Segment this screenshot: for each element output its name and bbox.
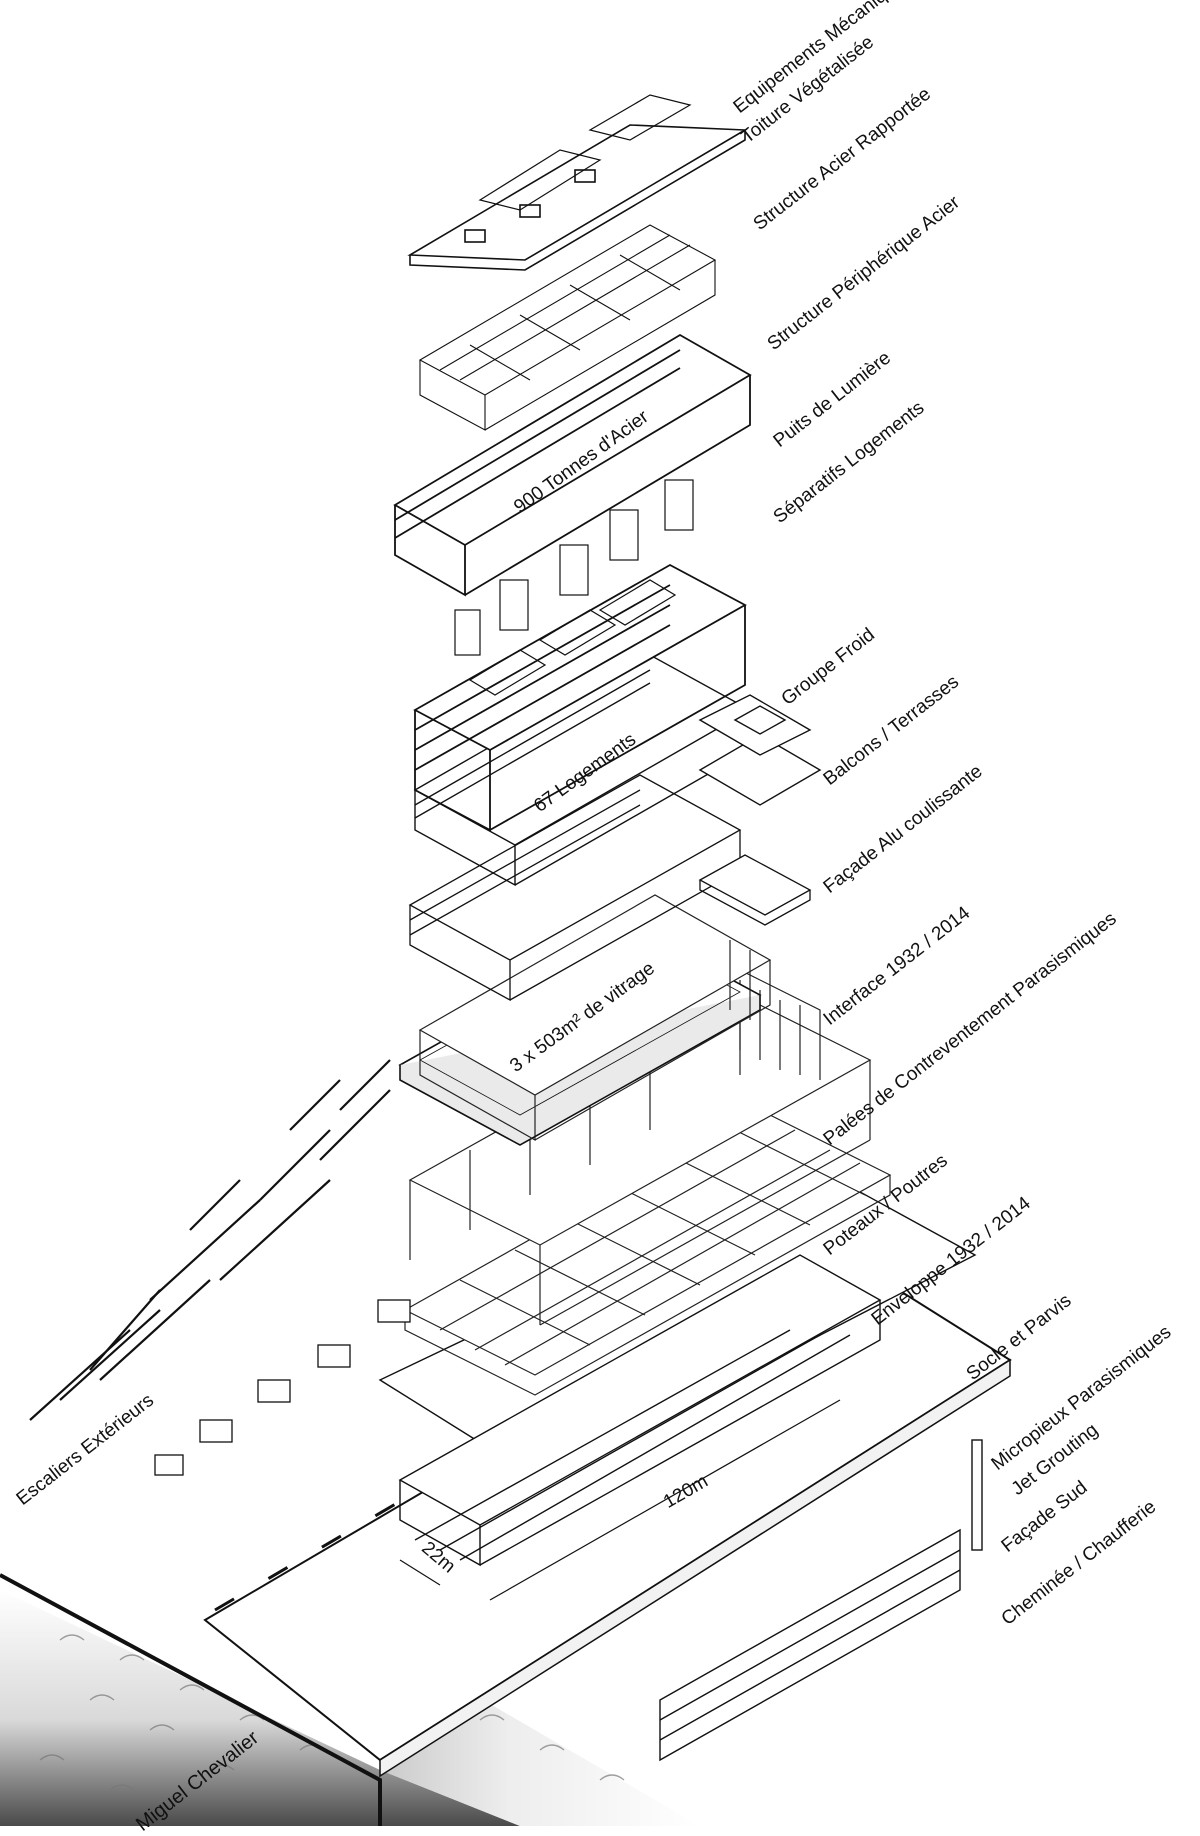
stepped-blocks — [154, 1299, 411, 1476]
dimension-line-120m — [489, 1399, 841, 1601]
street-edge — [0, 1573, 382, 1826]
separatifs — [454, 479, 694, 696]
facade-alu — [408, 774, 742, 1002]
interface-tray — [698, 854, 812, 926]
interface-frame — [418, 894, 772, 1142]
steel-perimeter — [393, 333, 752, 597]
ground-floor-frame — [398, 1254, 882, 1567]
ground-shading — [0, 1590, 520, 1826]
dimension-line-22m — [399, 1559, 441, 1586]
facade-sud — [659, 1439, 983, 1762]
ground-slab-edge — [379, 1358, 1011, 1778]
roof-slab — [407, 124, 748, 271]
steel-grid — [418, 224, 717, 431]
mechanical-equipment — [478, 94, 692, 211]
logements-frame — [413, 563, 747, 832]
chimney — [971, 1439, 983, 1551]
groupe-froid — [698, 694, 812, 756]
exterior-stairs — [29, 1059, 391, 1421]
terrace-tray — [698, 734, 822, 806]
